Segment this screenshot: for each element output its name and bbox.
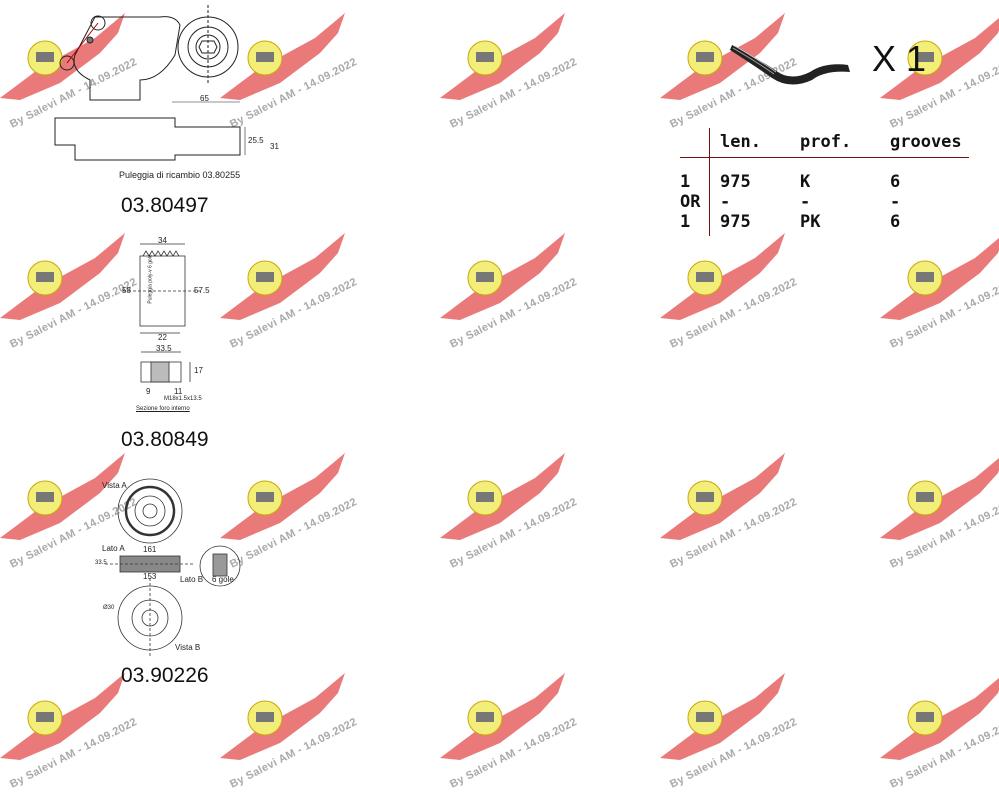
cell-prof: K <box>800 172 811 192</box>
dim-label: 9 <box>146 387 151 396</box>
dim-label: M18x1.5x13.5 <box>164 396 202 402</box>
part-caption: Puleggia di ricambio 03.80255 <box>119 170 241 180</box>
view-label: Vista A <box>102 481 127 490</box>
part-code: 03.90226 <box>121 664 209 687</box>
dim-label: 57.5 <box>194 286 210 295</box>
watermark-text: By Salevi AM - 14.09.2022 <box>228 275 360 351</box>
cell-qty: 1 <box>680 172 691 192</box>
watermark-logo: By Salevi AM - 14.09.2022 <box>880 668 999 798</box>
section-caption: Sezione foro interno <box>136 406 190 412</box>
cell-qty: 1 <box>680 212 691 232</box>
watermark-text: By Salevi AM - 14.09.2022 <box>668 275 800 351</box>
cell-len: 975 <box>720 172 751 192</box>
tensioner-outline <box>54 5 246 161</box>
watermark-text: By Salevi AM - 14.09.2022 <box>888 275 999 351</box>
watermark-logo: By Salevi AM - 14.09.2022 <box>440 448 579 578</box>
cell-grooves: 6 <box>890 172 901 192</box>
watermark-text: By Salevi AM - 14.09.2022 <box>668 715 800 791</box>
watermark-logo: By Salevi AM - 14.09.2022 <box>440 8 579 138</box>
cell-grooves: - <box>890 192 901 212</box>
cell-grooves: 6 <box>890 212 901 232</box>
dim-label: 25.5 <box>248 136 264 145</box>
dim-label: 161 <box>143 545 157 554</box>
table-vline <box>709 128 710 236</box>
watermark-text: By Salevi AM - 14.09.2022 <box>448 275 580 351</box>
watermark-text: By Salevi AM - 14.09.2022 <box>888 715 999 791</box>
dim-label: 58 <box>122 286 131 295</box>
watermark-text: By Salevi AM - 14.09.2022 <box>888 495 999 571</box>
header-grooves: grooves <box>890 132 962 152</box>
dim-label: 33.5 <box>95 560 107 566</box>
watermark-logo: By Salevi AM - 14.09.2022 <box>660 668 799 798</box>
watermark-logo: By Salevi AM - 14.09.2022 <box>0 668 139 798</box>
part-code: 03.80497 <box>121 194 209 217</box>
watermark-logo: By Salevi AM - 14.09.2022 <box>660 228 799 358</box>
header-len: len. <box>720 132 761 152</box>
cell-qty: OR <box>680 192 701 212</box>
dim-label: 22 <box>158 333 167 342</box>
dim-label: 17 <box>194 366 203 375</box>
dim-label: 153 <box>143 572 157 581</box>
dim-label: 31 <box>270 142 279 151</box>
side-label: Puleggia poly-v 6 gole <box>147 254 154 304</box>
belt-quantity: X 1 <box>872 38 927 79</box>
pulley-drawing: 34 58 57.5 22 33.5 17 9 11 M18x1.5x13.5 … <box>118 236 210 421</box>
watermark-logo: By Salevi AM - 14.09.2022 <box>440 228 579 358</box>
side-label: Lato B <box>180 575 204 584</box>
dim-label: Ø30 <box>103 605 115 611</box>
watermark-text: By Salevi AM - 14.09.2022 <box>448 495 580 571</box>
watermark-text: By Salevi AM - 14.09.2022 <box>228 715 360 791</box>
dim-label: 11 <box>174 387 183 396</box>
view-label: Vista B <box>175 643 201 652</box>
watermark-logo: By Salevi AM - 14.09.2022 <box>0 228 139 358</box>
dim-label: 65 <box>200 94 209 103</box>
watermark-text: By Salevi AM - 14.09.2022 <box>8 715 140 791</box>
watermark-logo: By Salevi AM - 14.09.2022 <box>220 228 359 358</box>
watermark-logo: By Salevi AM - 14.09.2022 <box>660 448 799 578</box>
watermark-logo: By Salevi AM - 14.09.2022 <box>880 228 999 358</box>
watermark-logo: By Salevi AM - 14.09.2022 <box>880 448 999 578</box>
cell-len: - <box>720 192 731 212</box>
belt-image <box>730 40 855 90</box>
part-code: 03.80849 <box>121 428 209 451</box>
watermark-logo: By Salevi AM - 14.09.2022 <box>220 668 359 798</box>
side-label: Lato A <box>102 544 125 553</box>
dim-label: 34 <box>158 236 167 245</box>
crank-pulley-drawing: Vista A Lato A Lato B Vista B 6 gole 161… <box>95 478 255 663</box>
grooves-label: 6 gole <box>212 575 234 584</box>
table-hline <box>680 157 969 158</box>
header-prof: prof. <box>800 132 852 152</box>
cell-prof: - <box>800 192 811 212</box>
watermark-text: By Salevi AM - 14.09.2022 <box>448 715 580 791</box>
watermark-logo: By Salevi AM - 14.09.2022 <box>440 668 579 798</box>
tensioner-drawing: 65 25.5 31 <box>50 5 279 170</box>
watermark-text: By Salevi AM - 14.09.2022 <box>668 495 800 571</box>
dim-label: 33.5 <box>156 344 172 353</box>
watermark-text: By Salevi AM - 14.09.2022 <box>448 55 580 131</box>
cell-len: 975 <box>720 212 751 232</box>
cell-prof: PK <box>800 212 821 232</box>
